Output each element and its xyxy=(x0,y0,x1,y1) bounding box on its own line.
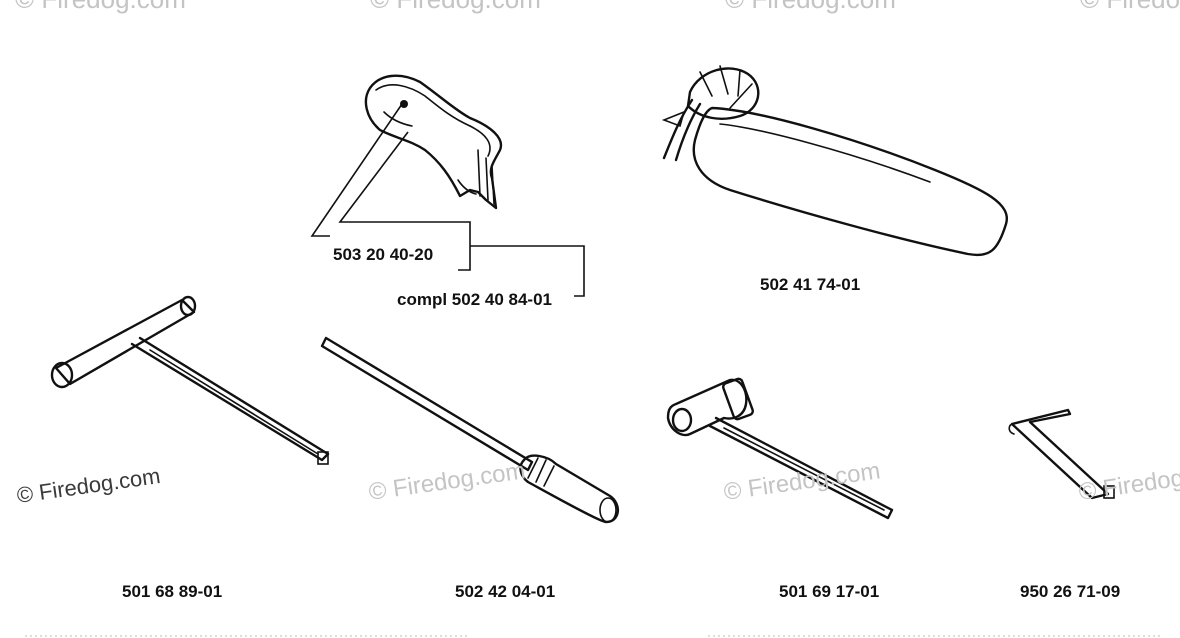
watermark-bottom-left: © Firedog.com xyxy=(15,463,162,508)
bar-cover-sheath-icon xyxy=(661,65,1009,257)
part-number-guide-cover: 503 20 40-20 xyxy=(333,245,433,264)
watermark-bottom-4: © Firedog.com xyxy=(1077,457,1180,506)
part-number-hex-key: 950 26 71-09 xyxy=(1020,582,1120,601)
part-number-bar-cover: 502 41 74-01 xyxy=(760,275,860,294)
watermark-bottom-3: © Firedog.com xyxy=(722,457,882,506)
part-number-screwdriver: 502 42 04-01 xyxy=(455,582,555,601)
part-number-combination-wrench: 501 69 17-01 xyxy=(779,582,879,601)
watermark-top-1: © Firedog.com xyxy=(15,0,186,14)
hex-allen-key-icon xyxy=(1008,408,1115,500)
file-screwdriver-icon xyxy=(320,336,619,524)
watermark-bottom-2: © Firedog.com xyxy=(367,457,527,506)
t-socket-wrench-icon xyxy=(50,295,330,465)
chain-guide-cover-icon xyxy=(364,74,503,210)
watermark-top-4: © Firedog.com xyxy=(1080,0,1180,14)
watermark-top-3: © Firedog.com xyxy=(725,0,896,14)
combination-spark-plug-wrench-icon xyxy=(666,377,894,520)
guide-cover-leaders xyxy=(310,103,585,297)
part-number-t-wrench: 501 68 89-01 xyxy=(122,582,222,601)
part-number-guide-cover-complete: compl 502 40 84-01 xyxy=(397,290,552,309)
watermark-top-2: © Firedog.com xyxy=(370,0,541,14)
